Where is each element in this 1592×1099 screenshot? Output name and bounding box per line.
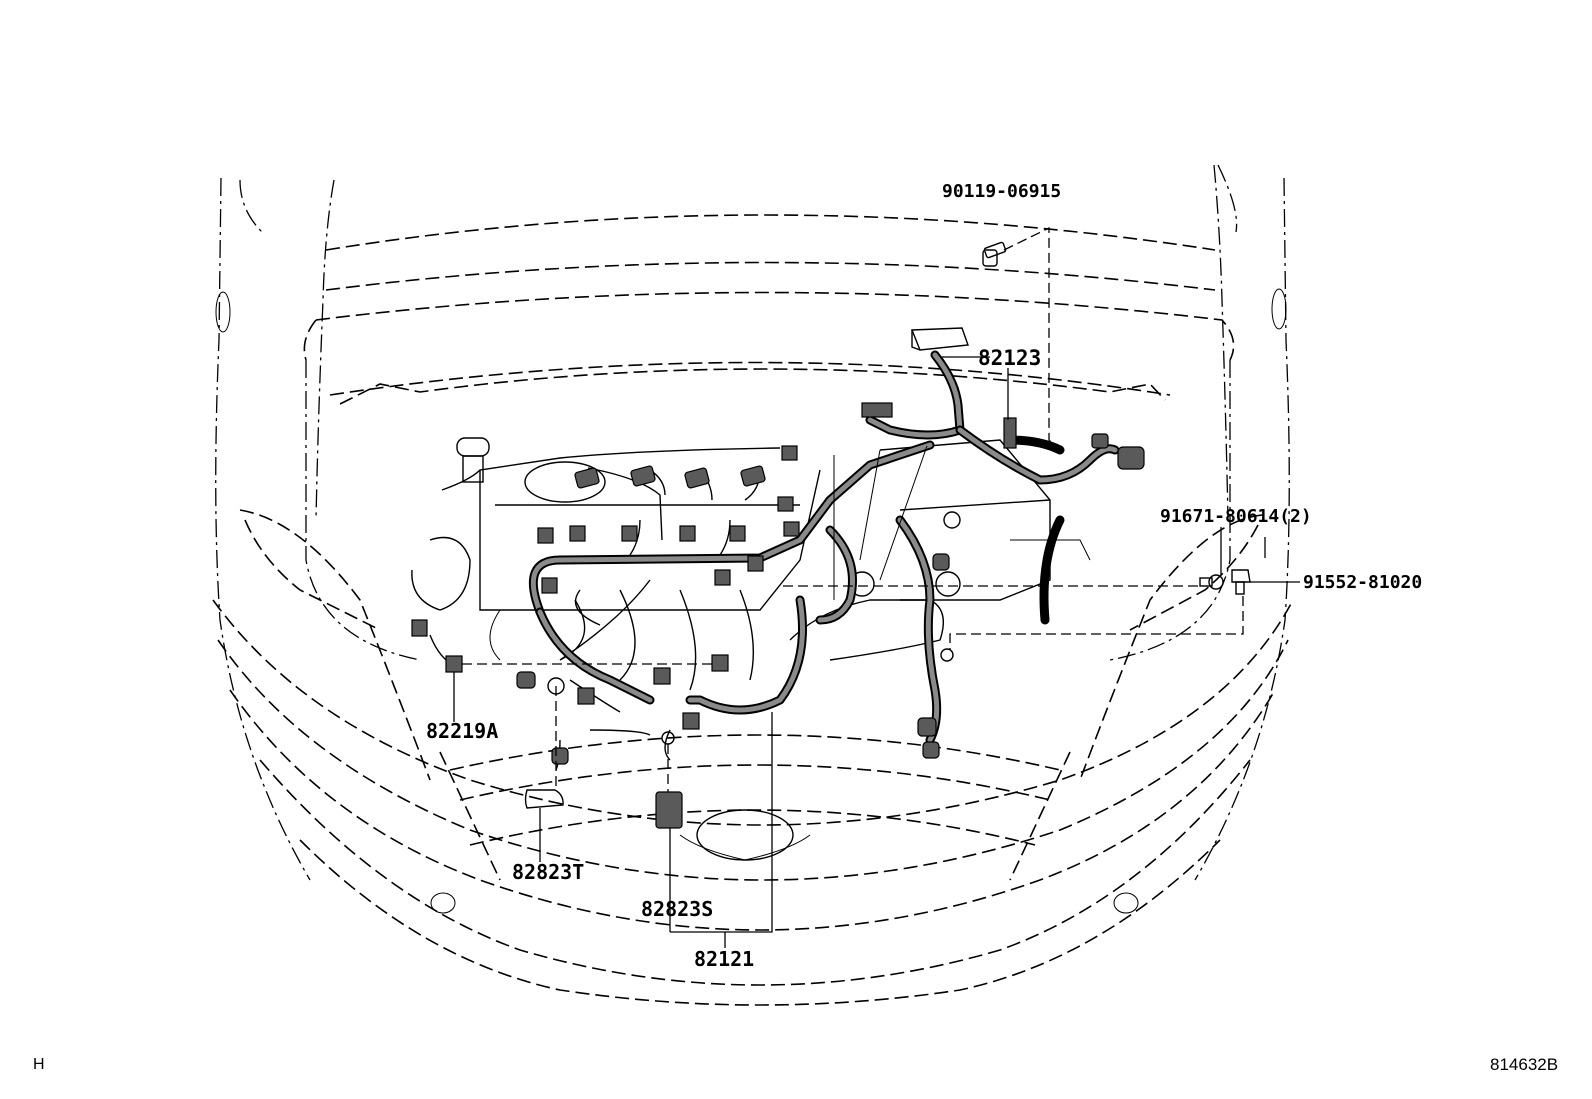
leader-lines: [453, 226, 1300, 948]
part-label-82823T: 82823T: [512, 860, 584, 884]
footer-left-code: H: [33, 1056, 45, 1073]
part-label-90119: 90119-06915: [942, 181, 1061, 202]
part-label-82123: 82123: [978, 346, 1041, 370]
harness-connectors: [411, 327, 1145, 829]
bolt-91552-icon: [1231, 569, 1251, 595]
part-label-82823S: 82823S: [641, 897, 713, 921]
part-label-82219A: 82219A: [426, 719, 498, 743]
vehicle-body-outline: [212, 164, 1294, 1006]
clip-91671-icon: [1199, 574, 1224, 590]
part-labels: 90119-06915 82123 91671-80614(2) 91552-8…: [426, 181, 1422, 971]
part-label-91671: 91671-80614(2): [1160, 506, 1312, 527]
fasteners: [547, 241, 1251, 745]
engine-wire-harness: [429, 350, 1120, 771]
bolt-90119-icon: [982, 241, 1007, 267]
footer-diagram-id: 814632B: [1490, 1055, 1559, 1074]
part-label-91552: 91552-81020: [1303, 572, 1422, 593]
part-label-82121: 82121: [694, 947, 754, 971]
